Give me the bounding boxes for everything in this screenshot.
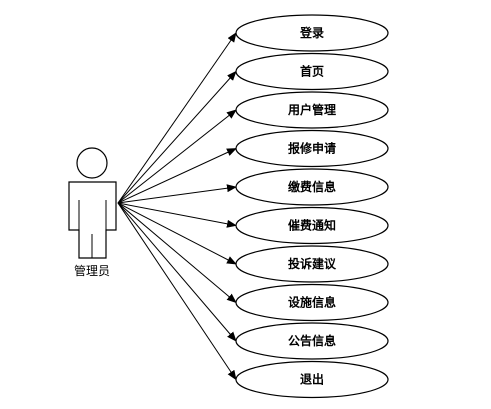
use-case: 设施信息 bbox=[235, 283, 389, 322]
association-arrow bbox=[117, 109, 237, 204]
use-case-ellipse bbox=[235, 283, 389, 322]
actor-body bbox=[68, 181, 117, 259]
association-arrow bbox=[117, 202, 237, 304]
association-arrow bbox=[117, 202, 237, 265]
use-case-label: 用户管理 bbox=[287, 102, 336, 117]
use-case-ellipse bbox=[235, 91, 389, 129]
use-case-ellipse bbox=[235, 206, 389, 245]
use-case-label: 催费通知 bbox=[288, 218, 336, 233]
use-case-ellipse bbox=[235, 245, 389, 283]
association-arrow bbox=[117, 202, 237, 342]
use-case: 退出 bbox=[235, 360, 389, 399]
use-case: 用户管理 bbox=[235, 91, 389, 129]
association-arrow bbox=[117, 32, 237, 204]
association-arrow bbox=[117, 202, 237, 228]
use-case-label: 投诉建议 bbox=[288, 256, 337, 271]
use-case: 投诉建议 bbox=[235, 245, 389, 283]
use-case: 首页 bbox=[235, 52, 389, 91]
association-arrow bbox=[117, 202, 237, 381]
association-arrow bbox=[117, 148, 237, 204]
use-case: 公告信息 bbox=[235, 322, 389, 360]
use-case-ellipse bbox=[235, 14, 389, 52]
use-case-label: 登录 bbox=[299, 25, 324, 40]
association-arrow bbox=[117, 70, 237, 204]
use-case: 登录 bbox=[235, 14, 389, 52]
use-case: 报修申请 bbox=[235, 129, 389, 168]
use-case-label: 报修申请 bbox=[288, 141, 336, 156]
use-case-ellipse bbox=[235, 52, 389, 91]
actor-head bbox=[76, 147, 108, 179]
use-case-ellipse bbox=[235, 129, 389, 168]
association-lines bbox=[117, 32, 237, 381]
actor-figure: 管理员 bbox=[68, 147, 117, 278]
use-case-label: 公告信息 bbox=[288, 333, 336, 348]
use-case-label: 首页 bbox=[300, 64, 324, 79]
use-case-ellipse bbox=[235, 322, 389, 360]
association-arrow bbox=[117, 184, 237, 204]
use-case-label: 设施信息 bbox=[288, 295, 336, 310]
use-case-ellipse bbox=[235, 360, 389, 399]
actor-name: 管理员 bbox=[74, 263, 110, 278]
use-case: 缴费信息 bbox=[235, 168, 389, 206]
use-case: 催费通知 bbox=[235, 206, 389, 245]
use-case-ellipse bbox=[235, 168, 389, 206]
use-case-label: 退出 bbox=[300, 372, 324, 387]
use-case-label: 缴费信息 bbox=[288, 179, 336, 194]
